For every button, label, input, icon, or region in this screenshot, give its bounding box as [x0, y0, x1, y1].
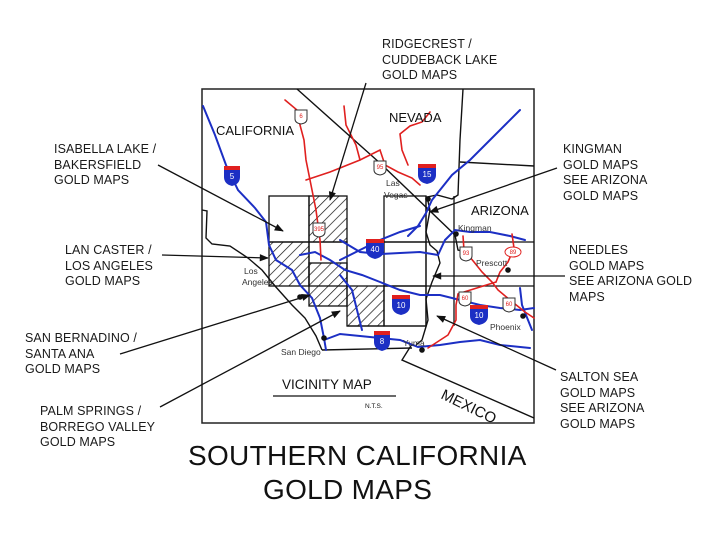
- svg-text:Phoenix: Phoenix: [490, 322, 521, 332]
- svg-text:NEVADA: NEVADA: [389, 110, 442, 125]
- svg-text:Yuma: Yuma: [403, 338, 425, 348]
- us-route-shields: 6 95 395 93 89 60 60: [294, 109, 522, 313]
- page-title-line2: GOLD MAPS: [263, 474, 433, 505]
- quad-grid: [268, 195, 534, 327]
- legend-title: VICINITY MAP: [282, 377, 372, 392]
- callout-salton-sea[interactable]: SALTON SEA GOLD MAPS SEE ARIZONA GOLD MA…: [560, 370, 645, 431]
- callout-isabella[interactable]: ISABELLA LAKE / BAKERSFIELD GOLD MAPS: [54, 142, 157, 187]
- svg-text:60: 60: [506, 302, 513, 308]
- svg-text:6: 6: [299, 114, 303, 120]
- svg-text:ARIZONA: ARIZONA: [471, 203, 529, 218]
- callout-san-bernadino[interactable]: SAN BERNADINO / SANTA ANA GOLD MAPS: [25, 331, 137, 376]
- svg-text:Vegas: Vegas: [384, 190, 408, 200]
- callout-palm-springs[interactable]: PALM SPRINGS / BORREGO VALLEY GOLD MAPS: [40, 404, 156, 449]
- svg-text:89: 89: [510, 250, 517, 256]
- interstate-shields: 5 15 40 10 10 8: [224, 164, 488, 351]
- vicinity-legend: VICINITY MAP N.T.S.: [273, 377, 396, 410]
- svg-text:95: 95: [377, 165, 384, 171]
- callout-lancaster[interactable]: LAN CASTER / LOS ANGELES GOLD MAPS: [65, 243, 153, 288]
- svg-text:93: 93: [463, 251, 470, 257]
- city-labels: Las Vegas Los Angeles San Diego Yuma Kin…: [242, 178, 521, 357]
- page-title-line1: SOUTHERN CALIFORNIA: [188, 440, 527, 471]
- callout-leaders: [119, 82, 565, 408]
- svg-text:Los: Los: [244, 266, 258, 276]
- svg-text:10: 10: [475, 311, 484, 320]
- svg-text:15: 15: [423, 170, 432, 179]
- svg-text:Las: Las: [386, 178, 400, 188]
- svg-text:395: 395: [314, 227, 325, 233]
- map-frame: [201, 88, 535, 424]
- callout-kingman[interactable]: KINGMAN GOLD MAPS SEE ARIZONA GOLD MAPS: [563, 142, 648, 203]
- svg-text:Kingman: Kingman: [458, 223, 492, 233]
- svg-text:8: 8: [380, 337, 385, 346]
- svg-text:CALIFORNIA: CALIFORNIA: [216, 123, 294, 138]
- svg-text:San Diego: San Diego: [281, 347, 321, 357]
- svg-text:Prescott: Prescott: [476, 258, 508, 268]
- state-labels: CALIFORNIA NEVADA ARIZONA MEXICO: [216, 110, 529, 428]
- callout-needles[interactable]: NEEDLES GOLD MAPS SEE ARIZONA GOLD MAPS: [569, 243, 693, 304]
- legend-scale: N.T.S.: [365, 403, 383, 410]
- svg-text:Angeles: Angeles: [242, 277, 273, 287]
- svg-text:60: 60: [462, 296, 469, 302]
- svg-text:5: 5: [230, 172, 235, 181]
- callout-ridgecrest[interactable]: RIDGECREST / CUDDEBACK LAKE GOLD MAPS: [382, 37, 498, 82]
- svg-text:10: 10: [397, 301, 406, 310]
- svg-text:MEXICO: MEXICO: [438, 386, 499, 427]
- svg-text:40: 40: [371, 245, 380, 254]
